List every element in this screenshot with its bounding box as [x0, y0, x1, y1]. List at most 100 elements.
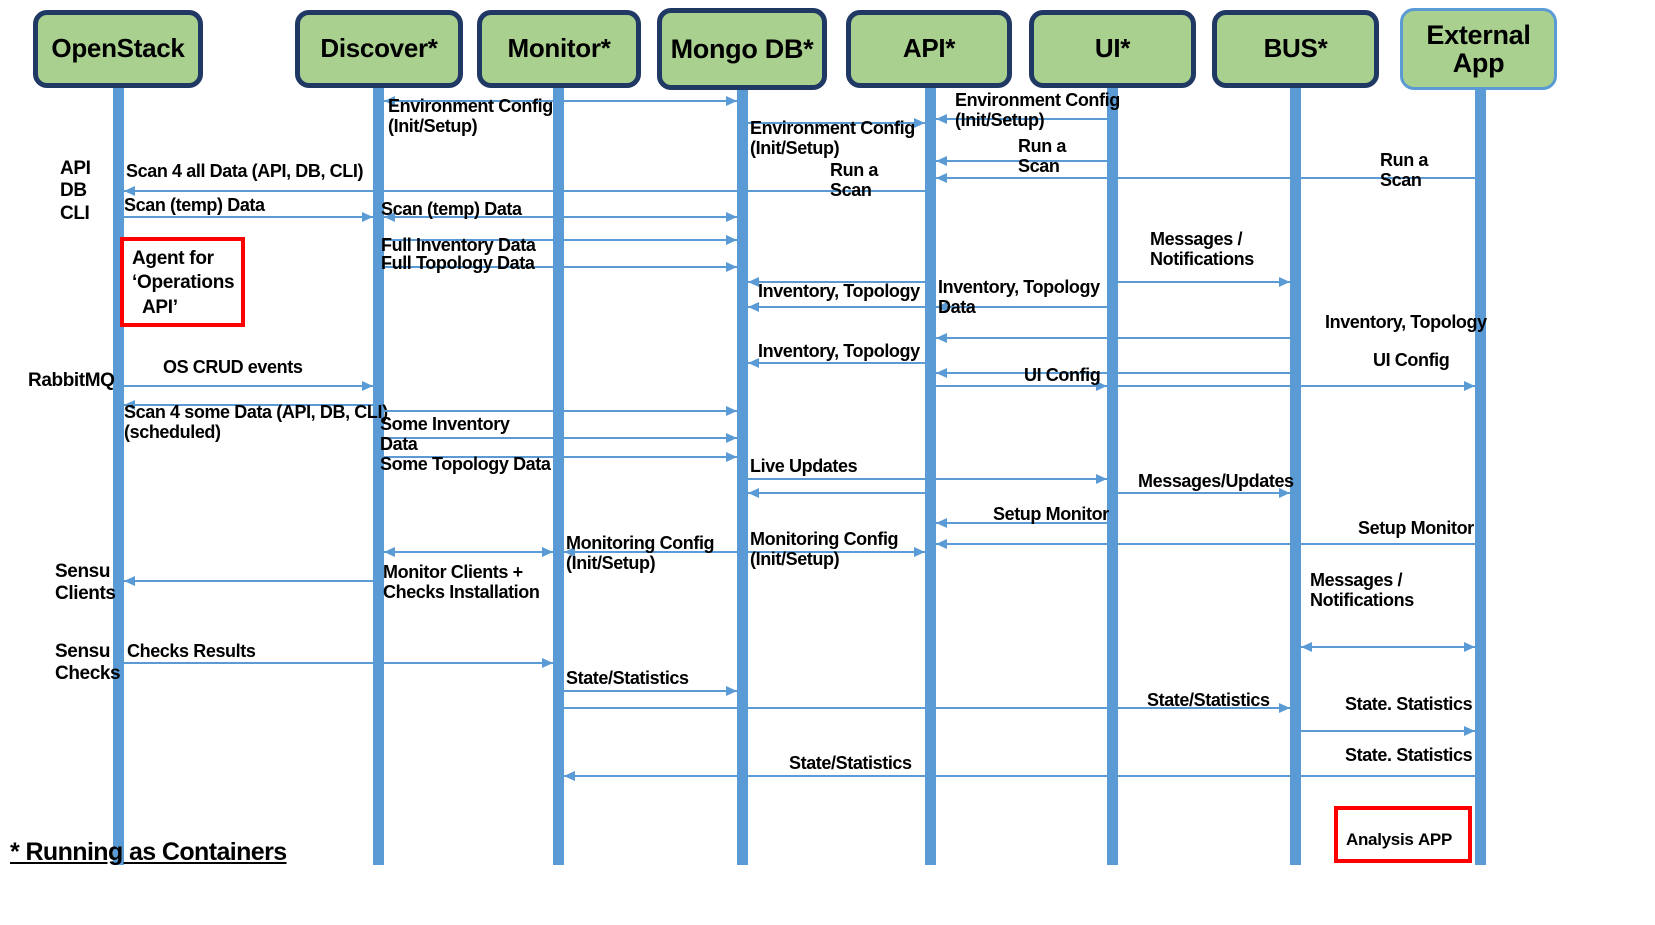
- participant-monitor[interactable]: Monitor*: [477, 10, 641, 88]
- participant-mongodb[interactable]: Mongo DB*: [657, 8, 827, 90]
- arrowhead-m09: [361, 212, 373, 222]
- message-label-line: Checks Results: [127, 641, 256, 661]
- message-line-m29: [747, 492, 925, 494]
- message-label-m03: Environment Config(Init/Setup): [955, 90, 1120, 130]
- message-line-m04: [747, 122, 925, 124]
- annotation-text: Analysis APP: [1338, 810, 1468, 871]
- participant-ui[interactable]: UI*: [1029, 10, 1196, 88]
- message-label-line: UI Config: [1373, 350, 1450, 370]
- message-label-line: (scheduled): [124, 422, 221, 443]
- arrowhead-m33: [541, 547, 553, 557]
- participant-api[interactable]: API*: [846, 10, 1012, 88]
- message-line-m14: [747, 281, 925, 283]
- message-label-line: State/Statistics: [789, 753, 912, 773]
- arrowhead-m23: [123, 400, 135, 410]
- arrowhead-m19: [935, 368, 947, 378]
- participant-discover[interactable]: Discover*: [295, 10, 463, 88]
- message-label-m12: Full Topology Data: [381, 253, 535, 273]
- arrowhead-m27: [1095, 474, 1107, 484]
- message-label-m37: State/Statistics: [566, 668, 689, 688]
- message-line-m25: [383, 437, 737, 439]
- side-label-line: API: [60, 158, 91, 179]
- message-label-line: Inventory, Topology: [758, 281, 920, 301]
- message-label-m26: Some Topology Data: [380, 454, 551, 474]
- arrowhead-m11: [725, 235, 737, 245]
- participant-external[interactable]: External App: [1400, 8, 1557, 90]
- message-line-m09: [123, 216, 373, 218]
- message-line-m16: [935, 306, 1107, 308]
- annotation-line: Analysis APP: [1346, 830, 1453, 850]
- message-label-line: Some Inventory: [380, 414, 510, 434]
- message-line-m40: [563, 775, 1475, 777]
- message-label-line: Run a: [1018, 136, 1067, 156]
- message-label-line: Scan: [1018, 156, 1060, 177]
- message-label-line: Notifications: [1150, 249, 1254, 270]
- side-label-rabbitmq: RabbitMQ: [28, 370, 115, 392]
- message-label-line: Run a: [1380, 150, 1429, 170]
- message-label-line: Scan 4 all Data (API, DB, CLI): [126, 161, 364, 181]
- message-label-m21: OS CRUD events: [163, 357, 303, 377]
- message-line-m17: [935, 337, 1290, 339]
- message-label-line: State/Statistics: [566, 668, 689, 688]
- annotation-text: Agent for‘Operations API’: [124, 241, 241, 326]
- message-label-m27: Live Updates: [750, 456, 858, 476]
- side-label-line: Checks: [55, 663, 121, 685]
- message-line-m31: [935, 543, 1475, 545]
- arrowhead-m02: [725, 96, 737, 106]
- arrowhead-m12: [725, 262, 737, 272]
- message-label-line: Inventory, Topology: [938, 277, 1100, 297]
- participant-label: BUS*: [1263, 33, 1328, 64]
- message-label-m40: State. Statistics: [1345, 745, 1473, 765]
- participant-openstack[interactable]: OpenStack: [33, 10, 203, 88]
- message-label-m18: Inventory, Topology: [758, 341, 920, 361]
- message-line-m03: [935, 118, 1107, 120]
- message-label-line: Environment Config: [750, 118, 915, 138]
- message-line-m18: [747, 362, 925, 364]
- arrowhead-m10: [725, 212, 737, 222]
- participant-label: External App: [1426, 19, 1531, 78]
- message-line-m30: [935, 522, 1107, 524]
- message-line-m07: [123, 190, 925, 192]
- arrowhead-m34: [123, 576, 135, 586]
- message-label-line: Inventory, Topology: [1325, 312, 1487, 332]
- side-label-line: DB: [60, 180, 87, 202]
- participant-label: Monitor*: [507, 33, 611, 64]
- message-label-line: Scan: [830, 180, 872, 201]
- message-label-m41: State/Statistics: [789, 753, 912, 773]
- message-label-m09: Scan (temp) Data: [124, 195, 265, 215]
- arrowhead-m30: [935, 518, 947, 528]
- message-line-m38: [563, 707, 1290, 709]
- message-label-line: Messages /: [1150, 229, 1243, 249]
- message-label-line: Messages /: [1310, 570, 1403, 590]
- participant-bus[interactable]: BUS*: [1212, 10, 1379, 88]
- message-label-line: (Init/Setup): [566, 553, 656, 574]
- message-line-m06: [935, 177, 1475, 179]
- message-line-m12: [383, 266, 737, 268]
- annotation-agent-operations-api: Agent for‘Operations API’: [120, 237, 245, 327]
- message-label-m23: Scan 4 some Data (API, DB, CLI)(schedule…: [124, 402, 388, 442]
- message-label-m35: Messages /Notifications: [1310, 570, 1414, 610]
- message-label-line: Scan (temp) Data: [381, 199, 522, 219]
- participant-label: OpenStack: [51, 33, 185, 64]
- side-label-line: Sensu: [55, 561, 111, 582]
- annotation-line: API’: [132, 296, 178, 318]
- message-label-line: Full Topology Data: [381, 253, 535, 273]
- message-label-m10: Scan (temp) Data: [381, 199, 522, 219]
- message-label-m31: Setup Monitor: [1358, 518, 1474, 538]
- message-label-m33: Monitoring Config(Init/Setup): [566, 533, 715, 574]
- message-line-m34: [123, 580, 373, 582]
- arrowhead-m39: [1463, 726, 1475, 736]
- lifeline-bus: [1289, 88, 1301, 865]
- lifeline-monitor: [552, 88, 564, 865]
- message-label-line: Scan 4 some Data (API, DB, CLI): [124, 402, 388, 422]
- message-line-m19: [935, 372, 1290, 374]
- message-label-line: State. Statistics: [1345, 745, 1473, 765]
- message-label-m15: Inventory, Topology: [758, 281, 920, 301]
- message-label-m07: Scan 4 all Data (API, DB, CLI): [126, 161, 363, 181]
